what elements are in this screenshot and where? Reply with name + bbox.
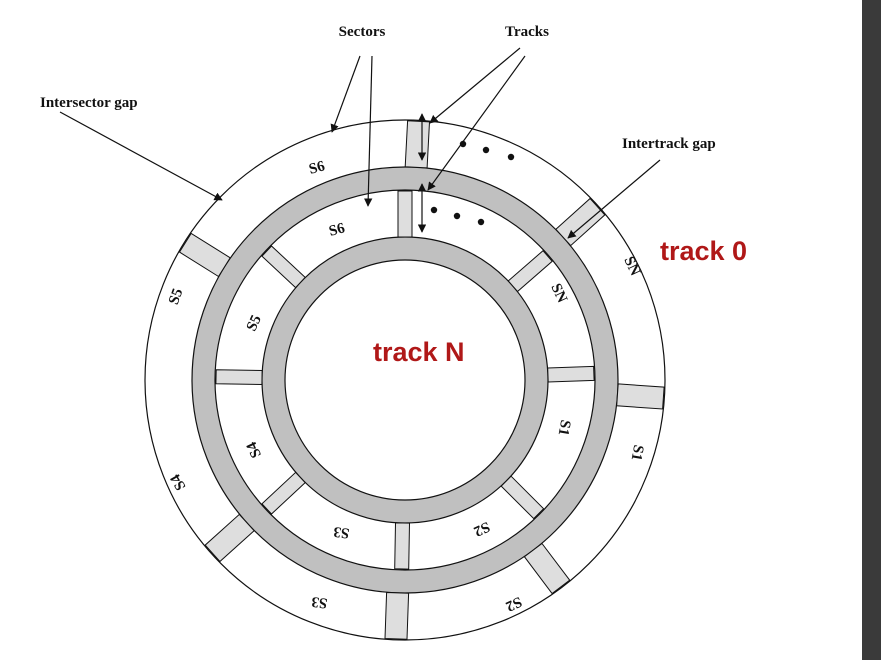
intersector-gap (404, 120, 431, 169)
intersector-gap (261, 245, 306, 289)
intersector-gap (384, 591, 410, 640)
track-n-label: track N (373, 337, 465, 367)
inner-sector-label: S2 (471, 518, 492, 539)
side-panel-edge (862, 0, 881, 660)
intersector-gap-label: Intersector gap (40, 95, 138, 111)
outer-sector-label: SN (620, 254, 643, 278)
inner-sector-label: S3 (332, 523, 350, 541)
inner-intersector-gaps (215, 190, 595, 570)
ellipsis-dots (430, 140, 515, 226)
inner-sector-label: S6 (327, 220, 347, 240)
track-0-label: track 0 (660, 236, 747, 266)
intersector-gap (215, 369, 263, 386)
intersector-gap (178, 232, 231, 278)
inner-sector-label: S4 (244, 439, 265, 461)
outer-sector-label: S2 (503, 593, 524, 614)
outer-sector-label: S3 (310, 593, 328, 611)
intertrack-gap-label: Intertrack gap (622, 136, 716, 152)
leader-lines (59, 47, 661, 239)
inner-sector-label: SN (547, 281, 570, 305)
tracks-label: Tracks (505, 24, 549, 40)
inner-sector-label: S5 (244, 313, 265, 334)
intersector-gap (523, 542, 571, 595)
inner-sector-label: S1 (555, 419, 574, 437)
outer-sector-label: S5 (166, 286, 186, 306)
outer-sector-label: S1 (628, 444, 647, 462)
sectors-label: Sectors (339, 24, 386, 40)
intersector-gap (394, 522, 411, 570)
outer-sector-label: S6 (307, 158, 327, 178)
intersector-gap (500, 475, 545, 520)
outer-sector-label: S4 (167, 471, 189, 493)
inner-sector-labels: S6 SN S1 S2 S3 S4 S5 (244, 220, 574, 541)
intersector-gap (616, 383, 665, 410)
intersector-gap (547, 365, 595, 383)
intersector-gap (397, 190, 413, 238)
intersector-gap (507, 249, 553, 293)
disk-hub (284, 259, 526, 501)
intersector-gap (204, 513, 255, 563)
intersector-gap (261, 471, 306, 515)
outer-sector-labels: S6 SN S1 S2 S3 S4 S5 (166, 158, 646, 614)
